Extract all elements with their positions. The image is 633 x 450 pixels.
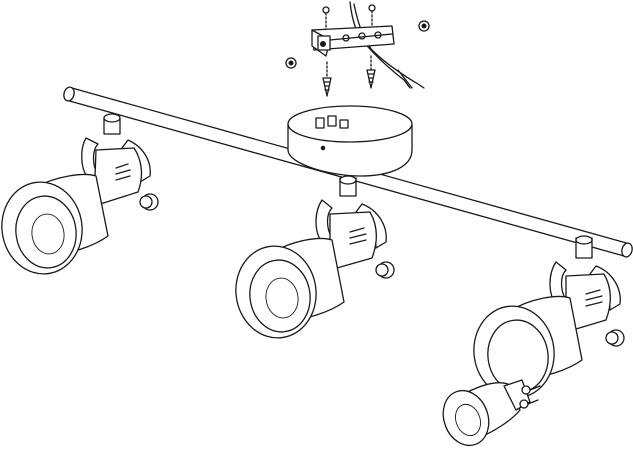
screw-icon	[366, 55, 376, 89]
canopy-icon	[287, 105, 413, 177]
spotlight-right-icon	[473, 235, 625, 399]
wall-plug-icon	[285, 57, 297, 69]
spotlight-middle-icon	[235, 175, 395, 339]
screw-icon	[368, 4, 376, 29]
wall-plug-icon	[418, 20, 430, 32]
spotlight-left-icon	[1, 113, 159, 275]
screw-icon	[322, 6, 330, 31]
mounting-hardware	[285, 1, 430, 97]
gu10-bulb-icon	[442, 379, 541, 447]
bracket-icon	[311, 25, 395, 57]
screw-icon	[322, 61, 332, 97]
